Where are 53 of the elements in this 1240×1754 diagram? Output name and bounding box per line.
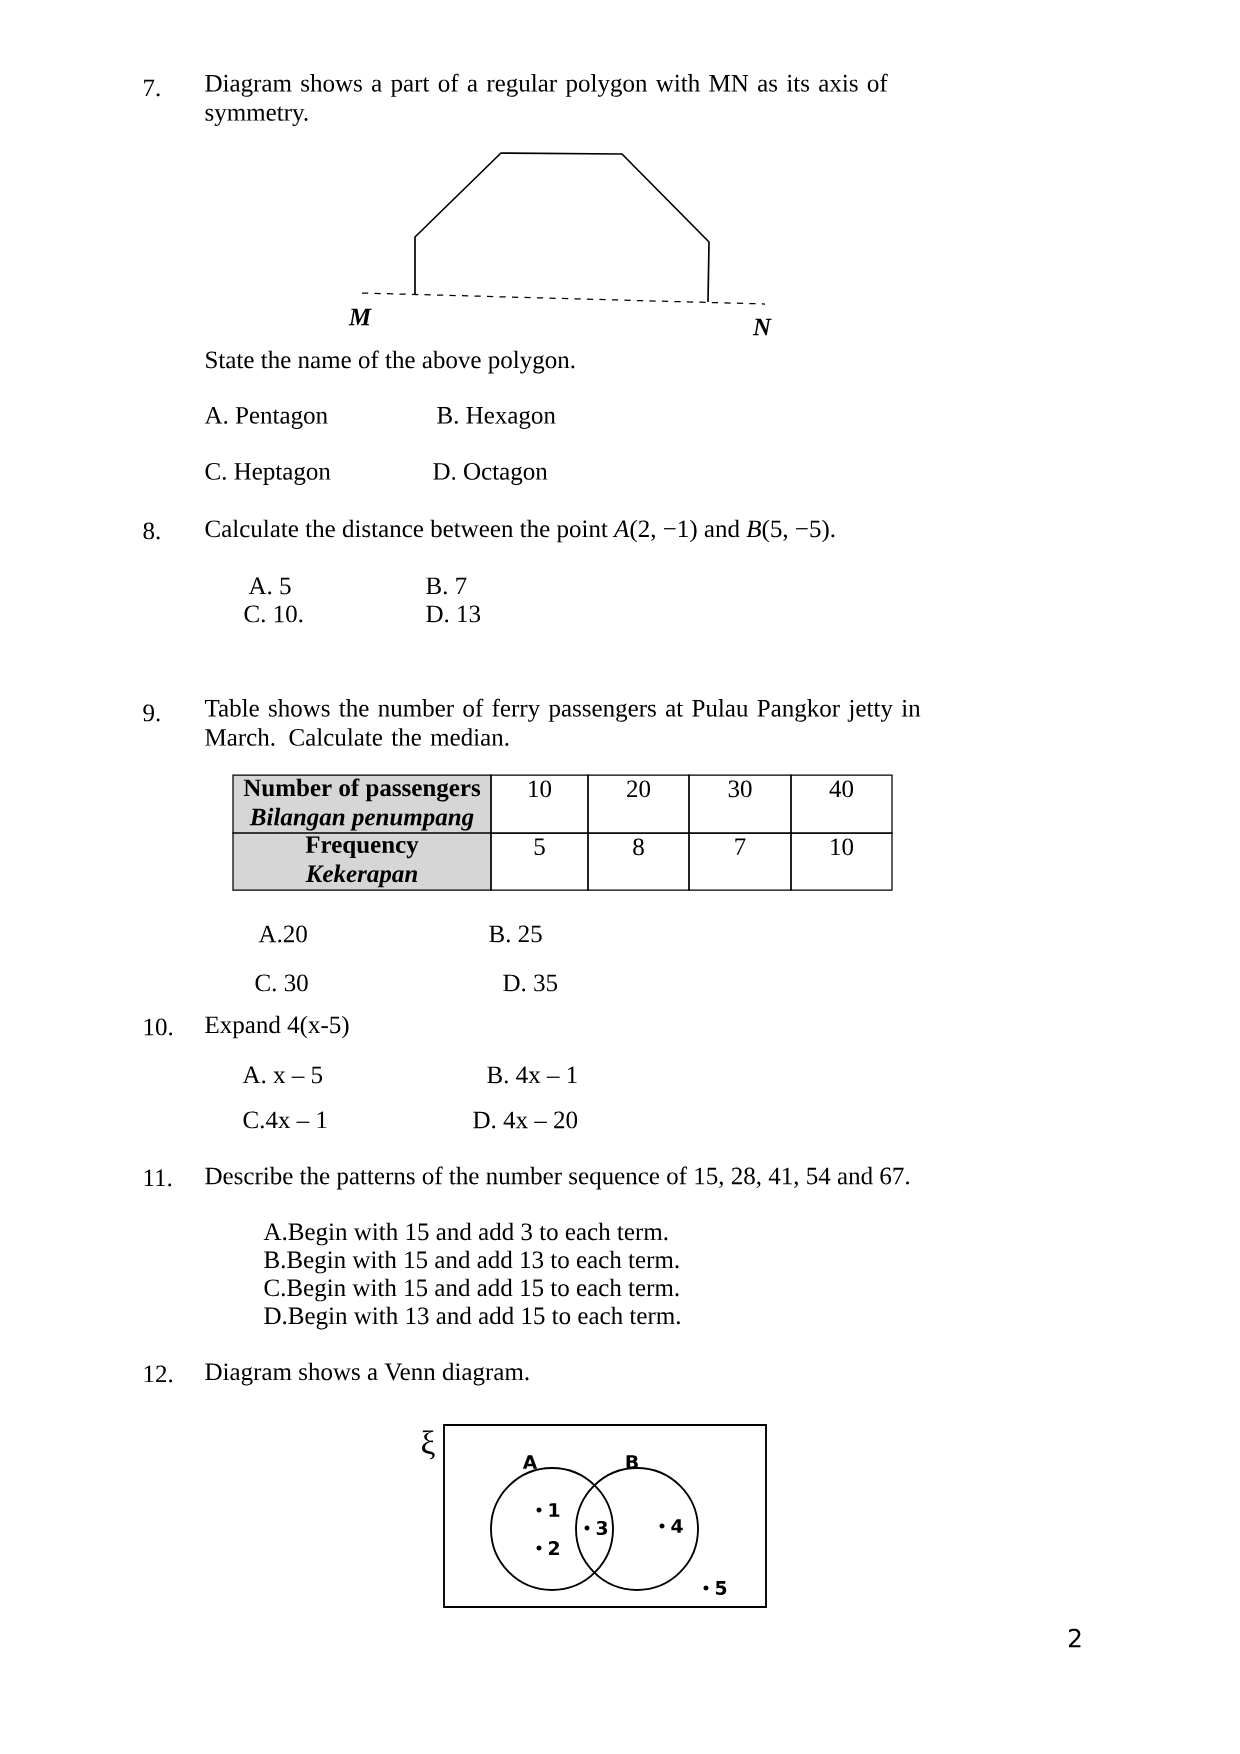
answer-option: D. 13 bbox=[426, 605, 481, 623]
table-cell: 7 bbox=[688, 832, 792, 891]
question-text: Diagram shows a part of a regular polygon with MN as its axis of symmetry. bbox=[205, 73, 888, 126]
question-number: 12. bbox=[144, 1365, 173, 1383]
table-cell: 40 bbox=[790, 774, 893, 834]
answer-option: C.Begin with 15 and add 15 to each term. bbox=[264, 1278, 679, 1302]
table-cell: 10 bbox=[790, 832, 893, 891]
answer-option: A. 5 bbox=[248, 577, 291, 595]
element-label: 5 bbox=[703, 1581, 727, 1595]
answer-option: A.20 bbox=[258, 925, 307, 943]
question-number: 9. bbox=[143, 704, 160, 722]
element-label: 3 bbox=[584, 1520, 608, 1536]
answer-option: C. 10. bbox=[244, 605, 303, 623]
universal-set-symbol: ξ bbox=[422, 1430, 435, 1460]
page-number: 2 bbox=[1068, 1628, 1081, 1648]
element-label: 4 bbox=[659, 1519, 683, 1533]
answer-option: C.4x – 1 bbox=[243, 1111, 327, 1129]
answer-option: D. Octagon bbox=[433, 463, 548, 485]
question-number: 11. bbox=[144, 1169, 172, 1187]
answer-option: C. Heptagon bbox=[205, 463, 331, 485]
answer-option: D. 35 bbox=[503, 974, 558, 992]
table-cell: 20 bbox=[587, 774, 690, 834]
question-number: 7. bbox=[144, 79, 160, 97]
point-label: M bbox=[348, 308, 372, 326]
answer-option: C. 30 bbox=[255, 974, 308, 992]
answer-option: B. 4x – 1 bbox=[487, 1066, 577, 1084]
answer-option: D.Begin with 13 and add 15 to each term. bbox=[264, 1306, 680, 1330]
question-number: 10. bbox=[144, 1018, 173, 1036]
answer-option: B.Begin with 15 and add 13 to each term. bbox=[264, 1250, 679, 1274]
question-text: Calculate the distance between the point A(2, −1) and B(5, −5). bbox=[205, 519, 835, 543]
answer-option: A. Pentagon bbox=[204, 407, 328, 429]
question-text: State the name of the above polygon. bbox=[206, 350, 575, 374]
element-label: 1 bbox=[536, 1503, 560, 1517]
question-text: Diagram shows a Venn diagram. bbox=[205, 1362, 529, 1386]
answer-option: A. x – 5 bbox=[242, 1066, 323, 1084]
element-label: 2 bbox=[536, 1541, 559, 1555]
question-text: Table shows the number of ferry passengers at Pulau Pangkor jetty in March. Calculate the median. bbox=[204, 698, 921, 746]
answer-option: B. Hexagon bbox=[437, 407, 556, 429]
set-label: A bbox=[522, 1455, 538, 1469]
table-header-cell: Frequency Kekerapan bbox=[232, 832, 492, 891]
table-cell: 30 bbox=[688, 774, 792, 834]
answer-option: D. 4x – 20 bbox=[473, 1111, 578, 1129]
table-cell: 8 bbox=[587, 832, 690, 891]
question-number: 8. bbox=[143, 522, 160, 540]
table-cell: 10 bbox=[490, 774, 589, 834]
table-header-cell: Number of passengers Bilangan penumpang bbox=[232, 774, 492, 834]
question-text: Expand 4(x-5) bbox=[205, 1015, 349, 1039]
question-text: Describe the patterns of the number sequence of 15, 28, 41, 54 and 67. bbox=[205, 1166, 909, 1190]
answer-option: A.Begin with 15 and add 3 to each term. bbox=[263, 1222, 668, 1246]
answer-option: B. 25 bbox=[489, 925, 542, 943]
table-cell: 5 bbox=[490, 832, 589, 891]
answer-option: B. 7 bbox=[426, 577, 467, 595]
point-label: N bbox=[752, 318, 772, 336]
